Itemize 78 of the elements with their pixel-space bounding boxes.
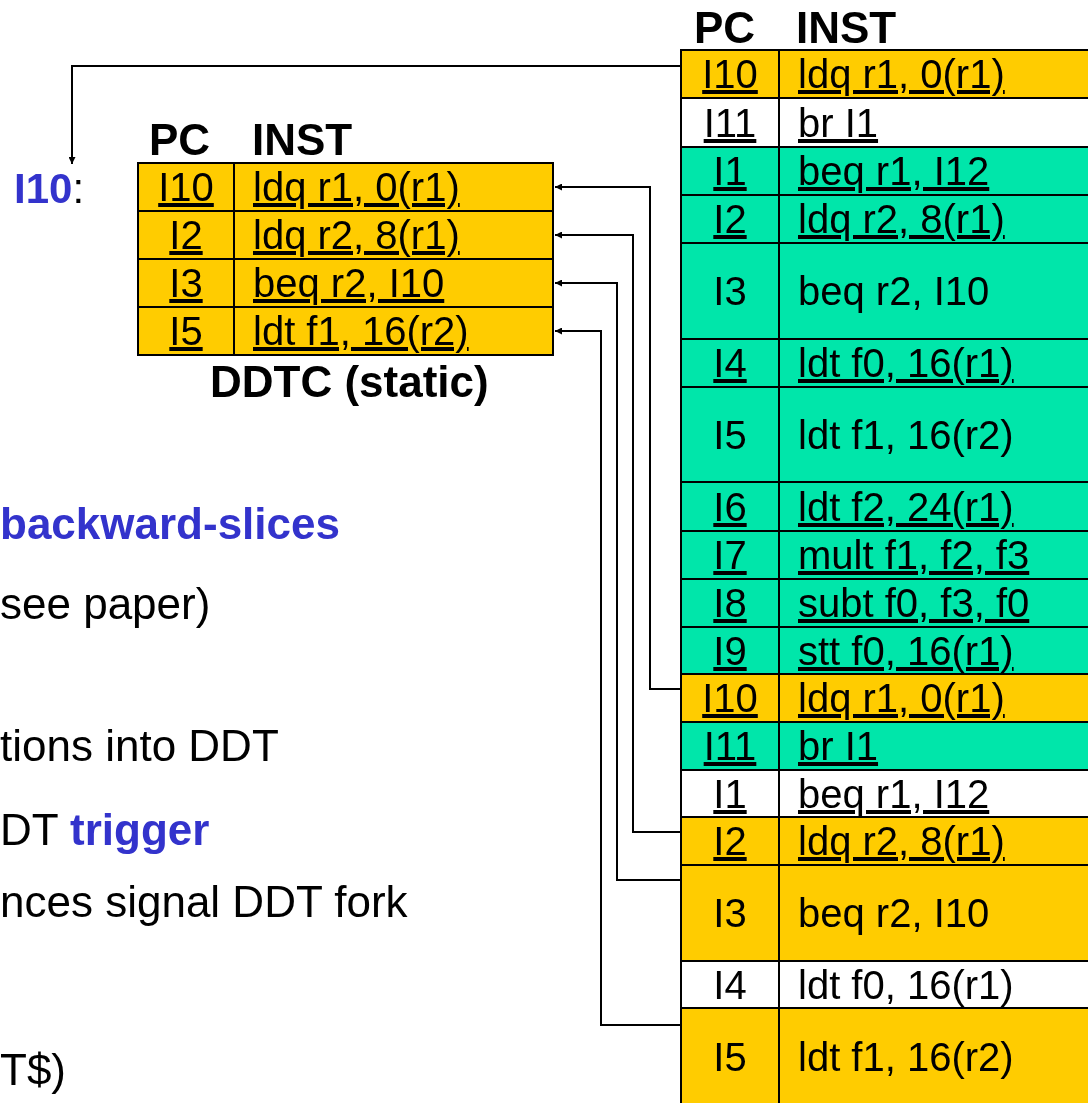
- table-row: [680, 530, 1088, 580]
- instruction-text: subt f0, f3, f0: [797, 583, 1030, 623]
- instruction-text: ldq r1, 0(r1): [797, 678, 1005, 718]
- table-row: [137, 258, 554, 308]
- table-row: [137, 162, 554, 212]
- instruction-text: beq r1, I12: [797, 151, 990, 191]
- instruction-text: ldt f2, 24(r1): [797, 486, 1014, 527]
- arrow: [554, 183, 681, 690]
- pc-text: I11: [703, 102, 757, 143]
- instruction-text: br I1: [797, 726, 879, 766]
- instruction-text: ldq r2, 8(r1): [797, 199, 1005, 239]
- column-header: PC: [694, 4, 756, 53]
- table-row: [680, 194, 1088, 244]
- pc-text: I8: [713, 583, 747, 623]
- instruction-text: ldq r2, 8(r1): [252, 215, 460, 255]
- table-caption: DDTC (static): [210, 358, 489, 407]
- table-row: [680, 242, 1088, 340]
- table-row: [680, 626, 1088, 675]
- instruction-text: beq r2, I10: [797, 893, 990, 933]
- bullet-text: backward-slices: [0, 500, 340, 549]
- column-header: PC: [149, 116, 211, 165]
- column-header: INST: [252, 116, 353, 165]
- instruction-text: ldt f1, 16(r2): [797, 1037, 1014, 1077]
- pc-text: I7: [713, 535, 747, 575]
- table-row: [137, 210, 554, 260]
- pc-text: I5: [169, 311, 203, 351]
- instruction-text: ldt f0, 16(r1): [797, 343, 1014, 383]
- table-row: [680, 673, 1088, 723]
- table-row: [680, 146, 1088, 196]
- table-row: [137, 306, 554, 356]
- table-row: [680, 481, 1088, 532]
- table-row: [680, 578, 1088, 628]
- arrow: [68, 65, 681, 165]
- pc-text: I2: [713, 199, 747, 239]
- table-row: [680, 721, 1088, 771]
- table-row: [680, 816, 1088, 866]
- instruction-text: mult f1, f2, f3: [797, 535, 1030, 575]
- pc-text: I10: [158, 167, 214, 207]
- bullet-text: DT trigger: [0, 806, 210, 855]
- instruction-text: ldt f1, 16(r2): [797, 414, 1014, 455]
- table-row: [680, 864, 1088, 962]
- table-row: [680, 386, 1088, 483]
- pc-text: I1: [713, 773, 747, 814]
- table-row: [680, 49, 1088, 99]
- pc-text: I3: [169, 263, 203, 303]
- pc-text: I2: [169, 215, 203, 255]
- pc-text: I3: [713, 893, 747, 933]
- pc-text: I10: [702, 54, 758, 94]
- pc-text: I5: [713, 414, 747, 455]
- instruction-text: beq r2, I10: [252, 263, 445, 303]
- instruction-text: ldt f1, 16(r2): [252, 311, 469, 351]
- instruction-text: beq r1, I12: [797, 773, 990, 814]
- instruction-text: beq r2, I10: [797, 271, 990, 311]
- instruction-text: ldq r1, 0(r1): [797, 54, 1005, 94]
- instruction-text: ldq r1, 0(r1): [252, 167, 460, 207]
- bullet-text: T$): [0, 1046, 66, 1095]
- pc-text: I2: [713, 821, 747, 861]
- pc-text: I4: [713, 964, 747, 1005]
- instruction-text: br I1: [797, 102, 879, 143]
- instruction-text: ldq r2, 8(r1): [797, 821, 1005, 861]
- pc-text: I6: [713, 486, 747, 527]
- table-row: [680, 1007, 1088, 1103]
- instruction-text: stt f0, 16(r1): [797, 630, 1014, 671]
- bullet-text: see paper): [0, 580, 211, 629]
- table-row: [680, 338, 1088, 388]
- arrow: [554, 327, 681, 1026]
- bullet-text: tions into DDT: [0, 722, 279, 771]
- bullet-text: nces signal DDT fork: [0, 878, 408, 927]
- entry-label: I10:: [14, 166, 85, 213]
- pc-text: I10: [702, 678, 758, 718]
- pc-text: I3: [713, 271, 747, 311]
- pc-text: I4: [713, 343, 747, 383]
- column-header: INST: [796, 4, 897, 53]
- instruction-text: ldt f0, 16(r1): [797, 964, 1014, 1005]
- pc-text: I1: [713, 151, 747, 191]
- pc-text: I5: [713, 1037, 747, 1077]
- pc-text: I11: [703, 726, 757, 766]
- pc-text: I9: [713, 630, 747, 671]
